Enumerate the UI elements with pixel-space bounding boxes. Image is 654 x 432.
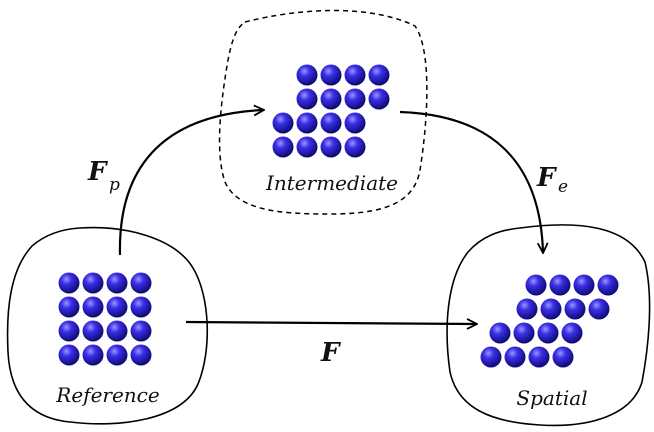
atom (130, 272, 152, 294)
atom (320, 136, 342, 158)
atom (106, 320, 128, 342)
atom (513, 322, 535, 344)
atom (597, 274, 619, 296)
atom (130, 296, 152, 318)
plastic-map-symbol: F (87, 157, 108, 187)
atom (489, 322, 511, 344)
intermediate-atom-lattice (272, 64, 390, 158)
atom (82, 320, 104, 342)
atom (320, 112, 342, 134)
atom (549, 274, 571, 296)
atom (58, 296, 80, 318)
reference-region-outline (6, 226, 209, 425)
atom (344, 88, 366, 110)
atom (130, 344, 152, 366)
elastic-map-label: F e (536, 163, 568, 197)
atom (296, 136, 318, 158)
atom (130, 320, 152, 342)
atom (552, 346, 574, 368)
atom (504, 346, 526, 368)
reference-atom-lattice (58, 272, 152, 366)
atom (528, 346, 550, 368)
atom (368, 64, 390, 86)
atom (58, 272, 80, 294)
atom (272, 112, 294, 134)
intermediate-region-outline (218, 9, 428, 215)
atom (540, 298, 562, 320)
atom (106, 272, 128, 294)
elastic-map-symbol: F (536, 163, 557, 193)
atom (296, 112, 318, 134)
spatial-label: Spatial (516, 386, 587, 410)
atom (106, 296, 128, 318)
atom (537, 322, 559, 344)
plastic-map-arrow (118, 110, 263, 256)
reference-label: Reference (55, 383, 159, 407)
atom (344, 136, 366, 158)
atom (368, 88, 390, 110)
atom (320, 88, 342, 110)
atom (344, 112, 366, 134)
atom (296, 64, 318, 86)
elastic-map-subscript: e (558, 177, 568, 197)
elastic-map-arrow (399, 110, 543, 252)
total-map-label: F (320, 338, 341, 368)
atom (82, 344, 104, 366)
atom (344, 64, 366, 86)
atom (564, 298, 586, 320)
total-map-arrow (185, 322, 476, 324)
atom (58, 320, 80, 342)
atom (516, 298, 538, 320)
atom (561, 322, 583, 344)
atom (573, 274, 595, 296)
spatial-atom-lattice (480, 274, 619, 368)
atom (272, 136, 294, 158)
atom (58, 344, 80, 366)
atom (82, 296, 104, 318)
spatial-region-outline (446, 224, 651, 427)
atom (106, 344, 128, 366)
atom (525, 274, 547, 296)
atom (588, 298, 610, 320)
total-map-symbol: F (320, 338, 341, 368)
intermediate-label: Intermediate (265, 171, 398, 195)
plastic-map-subscript: p (109, 175, 120, 195)
atom (320, 64, 342, 86)
plastic-map-label: F p (87, 157, 120, 195)
atom (82, 272, 104, 294)
atom (480, 346, 502, 368)
atom (296, 88, 318, 110)
